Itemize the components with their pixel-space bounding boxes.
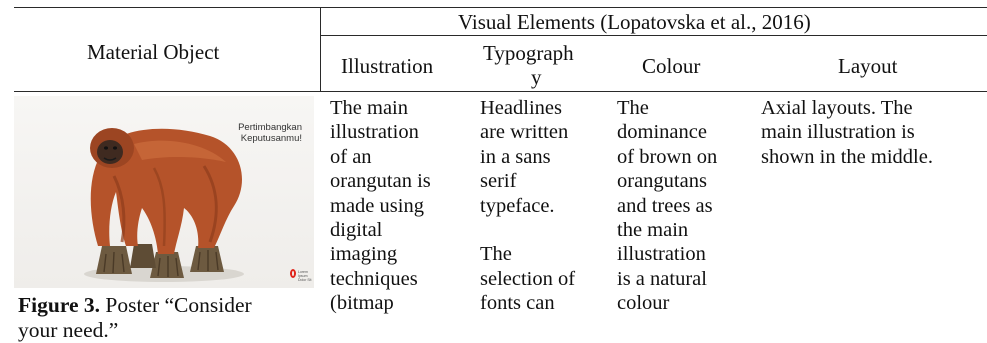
table-top-rule bbox=[14, 7, 987, 8]
figure-label: Figure 3. bbox=[18, 293, 101, 317]
header-bottom-rule bbox=[14, 91, 987, 92]
cell-illustration: The main illustration of an orangutan is… bbox=[330, 97, 431, 315]
cell-colour: The dominance of brown on orangutans and… bbox=[617, 97, 718, 315]
header-visual-elements: Visual Elements (Lopatovska et al., 2016… bbox=[458, 10, 811, 34]
header-vertical-rule bbox=[320, 7, 321, 92]
col-header-typography-line1: Typograph bbox=[483, 41, 574, 65]
figure-caption-text-2: your need.” bbox=[18, 318, 119, 342]
orangutan-illustration bbox=[84, 128, 244, 282]
figure-caption: Figure 3. Poster “Consider your need.” bbox=[18, 293, 252, 343]
poster-brand-logo: Lorem Ipsum Dolor Sit bbox=[290, 269, 311, 282]
figure-caption-text-1: Poster “Consider bbox=[100, 293, 252, 317]
col-header-illustration: Illustration bbox=[341, 54, 434, 78]
cell-typography: Headlines are written in a sans serif ty… bbox=[480, 97, 576, 315]
orangutan-poster-image: Pertimbangkan Keputusanmu! Lorem Ipsum D… bbox=[14, 96, 314, 288]
visual-elements-underline bbox=[321, 35, 987, 36]
cell-layout: Axial layouts. The main illustration is … bbox=[761, 97, 933, 168]
poster-headline: Pertimbangkan Keputusanmu! bbox=[238, 122, 302, 144]
col-header-typography-line2: y bbox=[531, 65, 542, 89]
col-header-layout: Layout bbox=[838, 54, 898, 78]
col-header-colour: Colour bbox=[642, 54, 701, 78]
header-material-object: Material Object bbox=[87, 40, 220, 64]
